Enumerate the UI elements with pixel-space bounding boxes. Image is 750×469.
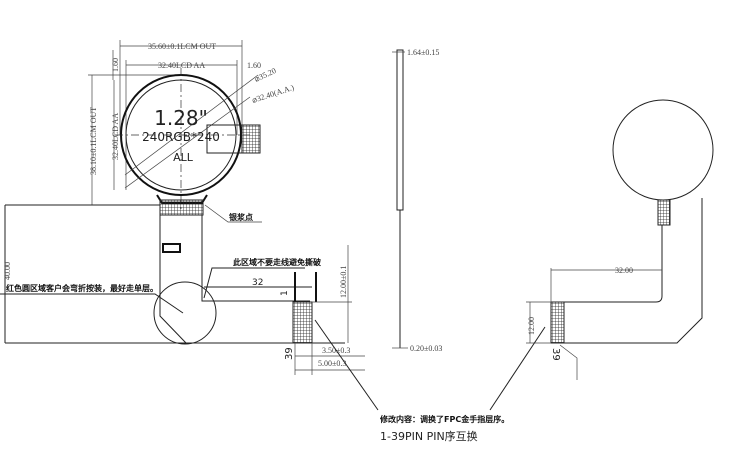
connector-pad: [241, 124, 261, 154]
dim-fpc-height: 12.00±0.1: [339, 266, 348, 298]
no-trace-note: 此区域不要走线避免撕破: [233, 257, 321, 267]
back-dim-fpc-length: 32.00: [615, 266, 633, 275]
dim-top-margin: 1.60: [111, 58, 120, 72]
silver-paste-note: 银浆点: [228, 212, 253, 222]
pin-last: 39: [284, 347, 295, 360]
revision-line-2: 1-39PIN PIN序互换: [380, 429, 478, 443]
gold-finger-pins: [292, 301, 313, 344]
back-pin-last: 39: [550, 348, 561, 361]
back-dim-fpc-height: 12.00: [527, 317, 536, 335]
resolution-label: 240RGB*240: [142, 130, 220, 144]
pin-first: 1: [280, 290, 290, 296]
component-mark: [162, 243, 181, 253]
revision-line-1: 修改内容：调换了FPC金手指层序。: [379, 414, 509, 424]
dim-fpc-thickness: 0.20±0.03: [410, 344, 442, 353]
revision-note: 修改内容：调换了FPC金手指层序。 1-39PIN PIN序互换: [379, 414, 509, 443]
dim-pitch-b: 5.00±0.3: [318, 359, 346, 368]
dim-aa-width: 32.40LCD AA: [158, 61, 205, 70]
dim-aa-height: 32.40LCD AA: [111, 113, 120, 160]
dim-outer-height: 38.10±0.1LCM OUT: [89, 107, 98, 175]
back-gold-finger-pins: [550, 301, 565, 344]
front-view: 35.60±0.1LCM OUT 32.40LCD AA 1.60 1.60 3…: [0, 40, 379, 411]
side-view: 1.64±0.15 0.20±0.03: [392, 48, 442, 353]
size-label: 1.28": [154, 106, 208, 130]
view-label: ALL: [173, 151, 194, 164]
bend-note: 红色圆区域客户会弯折按装，最好走单层。: [6, 283, 158, 293]
dim-height-total: 40.00: [3, 262, 12, 280]
back-view: 32.00 12.00 39: [489, 99, 714, 411]
dim-thickness: 1.64±0.15: [407, 48, 439, 57]
back-lcd-outline: [612, 99, 714, 201]
bend-area-circle: [153, 281, 217, 345]
dim-aa-diameter: ⌀32.40(A.A.): [251, 83, 296, 105]
dim-right-margin: 1.60: [247, 61, 261, 70]
dim-fpc-length: 32: [252, 278, 263, 288]
dim-outer-width: 35.60±0.1LCM OUT: [148, 42, 216, 51]
